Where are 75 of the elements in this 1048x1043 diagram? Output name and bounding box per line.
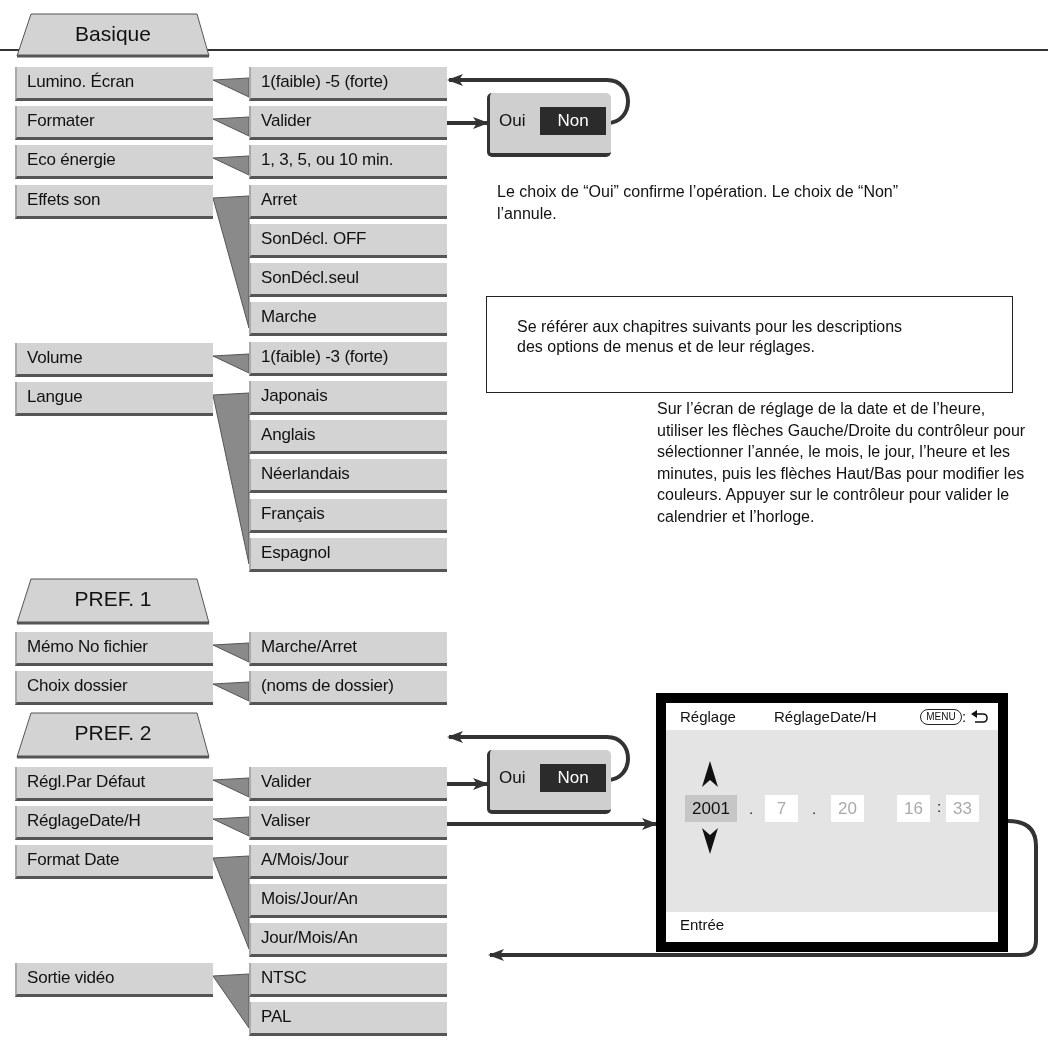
- screen-text: Réglage: [680, 707, 736, 727]
- selected-option: Non: [540, 764, 606, 792]
- screen-text: :: [962, 707, 967, 727]
- option-item: Espagnol: [249, 538, 447, 572]
- menu-item: Mémo No fichier: [15, 632, 213, 666]
- option-item: Français: [249, 499, 447, 533]
- date-field: 7: [765, 795, 798, 822]
- lcd-screen: [656, 693, 1008, 952]
- menu-pointer: [212, 642, 250, 663]
- menu-pointer: [212, 155, 250, 176]
- menu-item: Formater: [15, 106, 213, 140]
- menu-pointer: [212, 681, 250, 702]
- screen-text: .: [749, 799, 754, 819]
- screen-text: RéglageDate/H: [774, 707, 877, 727]
- option-item: A/Mois/Jour: [249, 845, 447, 879]
- option-item: SonDécl.seul: [249, 263, 447, 297]
- selected-option: Non: [540, 107, 606, 135]
- confirm-dialog: [487, 93, 611, 157]
- option-item: Arret: [249, 185, 447, 219]
- menu-pointer: [212, 116, 250, 137]
- option-item: Jour/Mois/An: [249, 923, 447, 957]
- menu-pointer: [212, 777, 250, 798]
- menu-tab: Basique: [15, 12, 211, 58]
- date-field: 16: [897, 795, 930, 822]
- arrow: [447, 117, 489, 129]
- menu-pointer: [212, 816, 250, 837]
- screen-text: Entrée: [680, 915, 725, 935]
- screen-text: .: [812, 799, 817, 819]
- option-item: Japonais: [249, 381, 447, 415]
- menu-item: RéglageDate/H: [15, 806, 213, 840]
- menu-item: Lumino. Écran: [15, 67, 213, 101]
- menu-pointer: [212, 195, 250, 329]
- option-item: Marche: [249, 302, 447, 336]
- option-item: PAL: [249, 1002, 447, 1036]
- menu-tab: PREF. 1: [15, 577, 211, 625]
- option-item: SonDécl. OFF: [249, 224, 447, 258]
- year-field: 2001: [685, 795, 737, 822]
- menu-pointer: [212, 855, 250, 950]
- menu-item: Format Date: [15, 845, 213, 879]
- menu-item: Eco énergie: [15, 145, 213, 179]
- option-item: Valiser: [249, 806, 447, 840]
- arrow: [447, 778, 489, 790]
- option-item: Anglais: [249, 420, 447, 454]
- option-item: Marche/Arret: [249, 632, 447, 666]
- menu-pointer: [212, 353, 250, 374]
- menu-pointer: [212, 77, 250, 98]
- option-item: 1, 3, 5, ou 10 min.: [249, 145, 447, 179]
- note-text: Sur l’écran de réglage de la date et de l’heure, utiliser les flèches Gauche/Droite du contrôleur pour sélectionner l’année, le mois, le jour, l’heure et les minutes, puis les flèches Haut/Bas pour modifier les couleurs. Appuyer sur le contrôleur pour valider le calendrier et l’horloge.: [657, 399, 1027, 527]
- date-field: 20: [831, 795, 864, 822]
- menu-item: Choix dossier: [15, 671, 213, 705]
- option-label: Oui: [499, 767, 526, 789]
- note-box: Se référer aux chapitres suivants pour les descriptions des options de menus et de leur réglages.: [486, 296, 1013, 393]
- note-text: Le choix de “Oui” confirme l’opération. Le choix de “Non” l’annule.: [497, 182, 900, 224]
- arrow: [447, 818, 658, 830]
- menu-item: Effets son: [15, 185, 213, 219]
- option-item: Valider: [249, 767, 447, 801]
- arrow: [488, 819, 1038, 961]
- date-field: 33: [946, 795, 979, 822]
- option-item: 1(faible) -3 (forte): [249, 342, 447, 376]
- menu-item: Régl.Par Défaut: [15, 767, 213, 801]
- option-item: 1(faible) -5 (forte): [249, 67, 447, 101]
- menu-pointer: [212, 973, 250, 1029]
- option-label: Oui: [499, 110, 526, 132]
- option-item: Mois/Jour/An: [249, 884, 447, 918]
- screen-text: :: [937, 797, 942, 817]
- option-item: Néerlandais: [249, 459, 447, 493]
- menu-item: Sortie vidéo: [15, 963, 213, 997]
- option-item: Valider: [249, 106, 447, 140]
- menu-tab: PREF. 2: [15, 711, 211, 759]
- menu-item: Langue: [15, 382, 213, 416]
- confirm-dialog: [487, 750, 611, 814]
- option-item: (noms de dossier): [249, 671, 447, 705]
- option-item: NTSC: [249, 963, 447, 997]
- menu-pointer: [212, 392, 250, 565]
- menu-item: Volume: [15, 343, 213, 377]
